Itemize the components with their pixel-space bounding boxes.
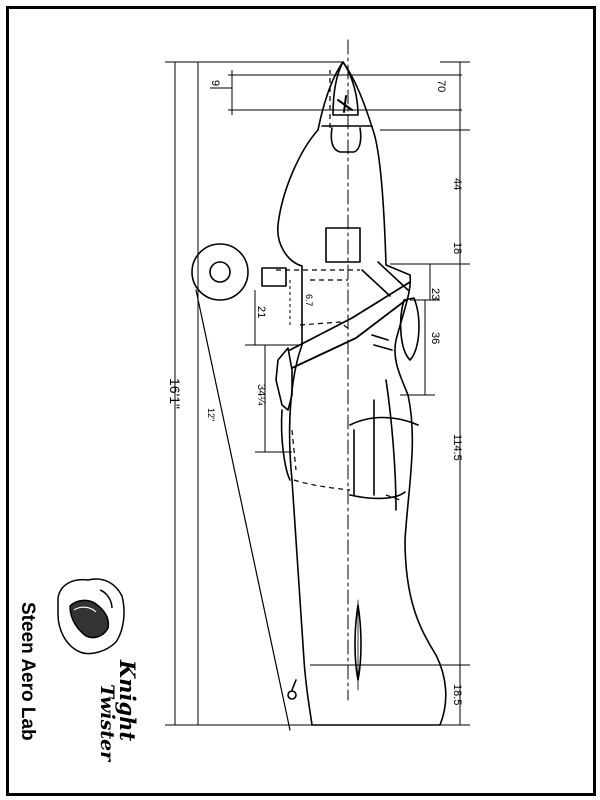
dim-strut-offset: 6.7: [304, 294, 314, 307]
knight-logo: [57, 578, 125, 655]
wheel-hub: [209, 261, 231, 283]
dim-fuselage-aft: 114.5: [451, 434, 463, 461]
model-name-knight: Knight: [115, 660, 140, 742]
page-border: [6, 6, 596, 796]
ground-line: [195, 289, 291, 731]
dim-spinner-offset: 9: [209, 80, 221, 86]
wheel-outer: [191, 243, 249, 301]
wheel-fairing: [399, 297, 420, 361]
dim-overall-length: 16'1": [167, 378, 183, 409]
dim-cockpit-section: 18: [451, 242, 463, 254]
lab-name: Steen Aero Lab: [17, 602, 38, 741]
dim-nose-to-cockpit: 44: [451, 178, 463, 190]
fuselage-outline: [277, 61, 447, 726]
wing-outline: [275, 347, 293, 411]
dim-spinner-width: 70: [435, 80, 447, 92]
dim-wing-chord: 12": [206, 408, 216, 421]
cockpit-block: [325, 227, 361, 263]
dim-gear-forward: 23: [429, 288, 441, 300]
dim-gear-track: 36: [429, 332, 441, 344]
model-name-twister: Twister: [96, 684, 118, 762]
spinner: [332, 61, 359, 116]
dim-gear-aft: 21: [255, 306, 267, 318]
wing-trailing: [280, 409, 291, 481]
struts: [289, 281, 411, 369]
dim-wing-mid: 34¼: [255, 384, 267, 406]
dim-tail-section: 18.5: [451, 684, 463, 705]
gear-leg: [261, 267, 287, 287]
